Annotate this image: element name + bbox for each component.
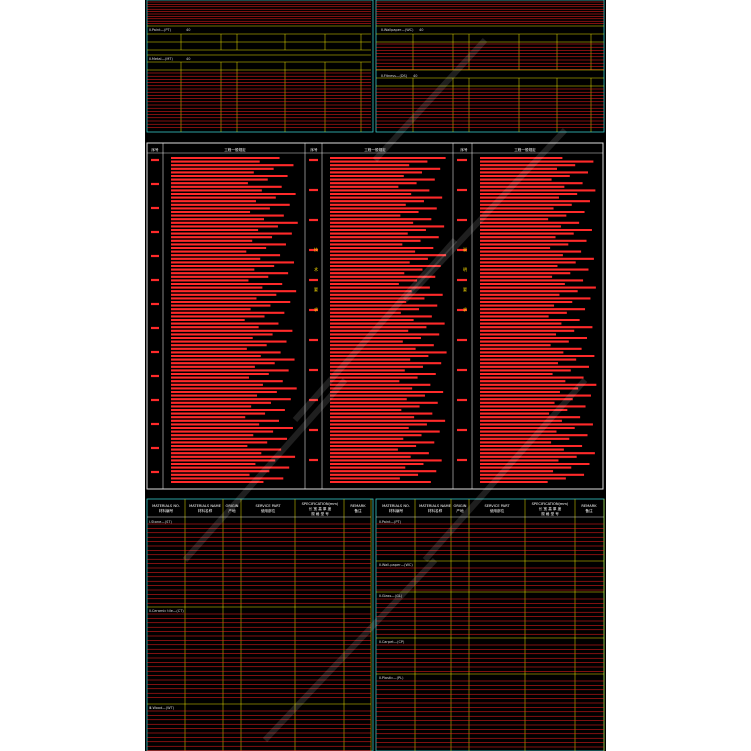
br-header-name-sub: 材料名称 <box>427 509 443 513</box>
br-header-name: MATERIALS NAME <box>419 504 451 508</box>
top-left-section-b-label: Ⅱ.Metal—(MT) <box>149 57 173 61</box>
panel1-title: 工程一般规定 <box>224 148 246 152</box>
br-section-glass: Ⅱ.Glass—(GL) <box>379 594 403 598</box>
vertical-label-4: 求 <box>314 307 318 312</box>
top-right-section-a-label: Ⅱ.Wallpaper—(WC) <box>381 28 414 32</box>
cad-drawing-sheet: Ⅱ.Paint—(PT) 40 Ⅱ.Metal—(MT) 40 Ⅱ.Wallpa… <box>145 0 606 751</box>
br-header-part-sub: 使用部位 <box>489 509 505 513</box>
top-left-frame <box>146 0 374 133</box>
bl-header-part: SERVICE PART <box>255 504 281 508</box>
panel2-title: 工程一般规定 <box>364 148 386 152</box>
br-header-remark-sub: 备注 <box>585 509 593 513</box>
panel2-tag: 序号 <box>310 148 318 152</box>
top-right-section-b-label: Ⅱ.Fitness—(DS) <box>381 74 408 78</box>
bl-header-spec-cn: 规 格 型 号 <box>311 512 329 516</box>
vertical-label-3: 要 <box>314 287 318 292</box>
vertical-label-right-4: 求 <box>463 307 467 312</box>
bl-header-name-sub: 材料名称 <box>197 509 213 513</box>
br-section-carpet: Ⅱ.Carpet—(CP) <box>379 640 405 644</box>
bl-header-spec: SPECIFICATION(mm) <box>301 502 339 506</box>
vertical-label-right-1: 说 <box>463 247 467 252</box>
br-header-origin: ORIGIN <box>453 504 467 508</box>
top-right-section-b-count: 40 <box>413 74 418 78</box>
top-left-section-b-count: 40 <box>186 57 191 61</box>
vertical-label-2: 术 <box>314 267 318 272</box>
br-header-spec: SPECIFICATION(mm) <box>531 502 569 506</box>
bl-header-no: MATERIALS NO. <box>152 504 180 508</box>
br-section-plastic: Ⅱ.Plastic—(PL) <box>379 676 404 680</box>
top-right-frame <box>375 0 605 133</box>
panel1-tag: 序号 <box>151 148 159 152</box>
bottom-left-frame <box>146 498 374 751</box>
bl-header-origin: ORIGIN <box>225 504 239 508</box>
br-section-paint: Ⅱ.Paint—(PT) <box>379 520 401 524</box>
top-left-section-a-label: Ⅱ.Paint—(PT) <box>149 28 171 32</box>
br-header-remark: REMARK <box>581 504 597 508</box>
br-header-no: MATERIALS NO. <box>382 504 410 508</box>
bottom-right-frame <box>375 498 605 751</box>
cad-linework <box>146 0 605 751</box>
top-right-section-a-count: 40 <box>419 28 424 32</box>
vertical-label-right-2: 明 <box>463 267 467 272</box>
middle-frame <box>146 142 604 490</box>
br-header-spec-cn: 规 格 型 号 <box>541 512 559 516</box>
panel3-tag: 序号 <box>460 148 468 152</box>
bl-header-remark-sub: 备注 <box>354 509 362 513</box>
br-header-part: SERVICE PART <box>484 504 510 508</box>
br-header-origin-sub: 产地 <box>456 509 464 513</box>
bl-section-ceramic: Ⅱ.Ceramic tile—(CT) <box>149 609 184 613</box>
bl-header-spec-sub: 长 宽 高 厚 度 <box>308 507 332 511</box>
bl-header-no-sub: 材料编号 <box>158 509 174 513</box>
bl-header-remark: REMARK <box>350 504 366 508</box>
top-left-section-a-count: 40 <box>186 28 191 32</box>
bl-section-stone: Ⅰ.Stone—(ST) <box>149 520 172 524</box>
vertical-label-1: 技 <box>314 247 318 252</box>
bl-header-origin-sub: 产地 <box>228 509 236 513</box>
br-section-wallpaper: Ⅱ.Wall-paper—(WC) <box>379 563 413 567</box>
panel3-title: 工程一般规定 <box>514 148 536 152</box>
vertical-label-right-3: 要 <box>463 287 467 292</box>
br-header-no-sub: 材料编号 <box>388 509 404 513</box>
bl-header-name: MATERIALS NAME <box>189 504 221 508</box>
br-header-spec-sub: 长 宽 高 厚 度 <box>538 507 562 511</box>
bl-section-wood: Ⅲ.Wood—(WT) <box>149 706 175 710</box>
bl-header-part-sub: 使用部位 <box>260 509 276 513</box>
